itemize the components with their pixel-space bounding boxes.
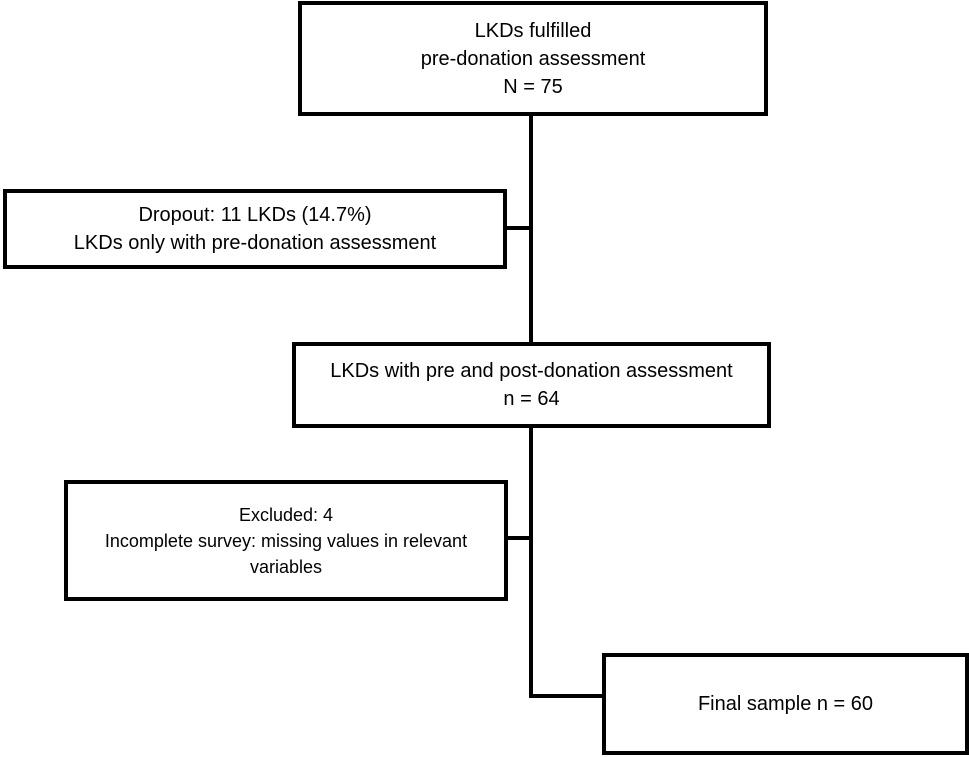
initial-cohort-line2: pre-donation assessment [420, 47, 646, 70]
connector-excluded-horizontal [506, 536, 533, 540]
connector-final-horizontal [529, 694, 605, 698]
dropout-line2: LKDs only with pre-donation assessment [73, 232, 437, 254]
excluded-line2: Incomplete survey: missing values in rel… [104, 530, 468, 551]
connector-main-vertical-2 [529, 426, 533, 698]
final-sample-box: Final sample n = 60 [602, 653, 969, 755]
followup-line1: LKDs with pre and post-donation assessme… [330, 360, 733, 382]
dropout-line1: Dropout: 11 LKDs (14.7%) [138, 204, 372, 226]
initial-cohort-box: LKDs fulfilled pre-donation assessment N… [298, 1, 768, 116]
connector-dropout-horizontal [505, 226, 533, 230]
excluded-line3: variables [249, 556, 323, 577]
final-sample-label: Final sample n = 60 [697, 693, 874, 715]
followup-box: LKDs with pre and post-donation assessme… [292, 342, 771, 428]
initial-cohort-count: N = 75 [503, 75, 563, 98]
excluded-line1: Excluded: 4 [238, 504, 334, 525]
initial-cohort-line1: LKDs fulfilled [474, 19, 592, 42]
dropout-box: Dropout: 11 LKDs (14.7%) LKDs only with … [3, 189, 507, 269]
followup-count: n = 64 [503, 388, 560, 410]
excluded-box: Excluded: 4 Incomplete survey: missing v… [64, 480, 508, 601]
